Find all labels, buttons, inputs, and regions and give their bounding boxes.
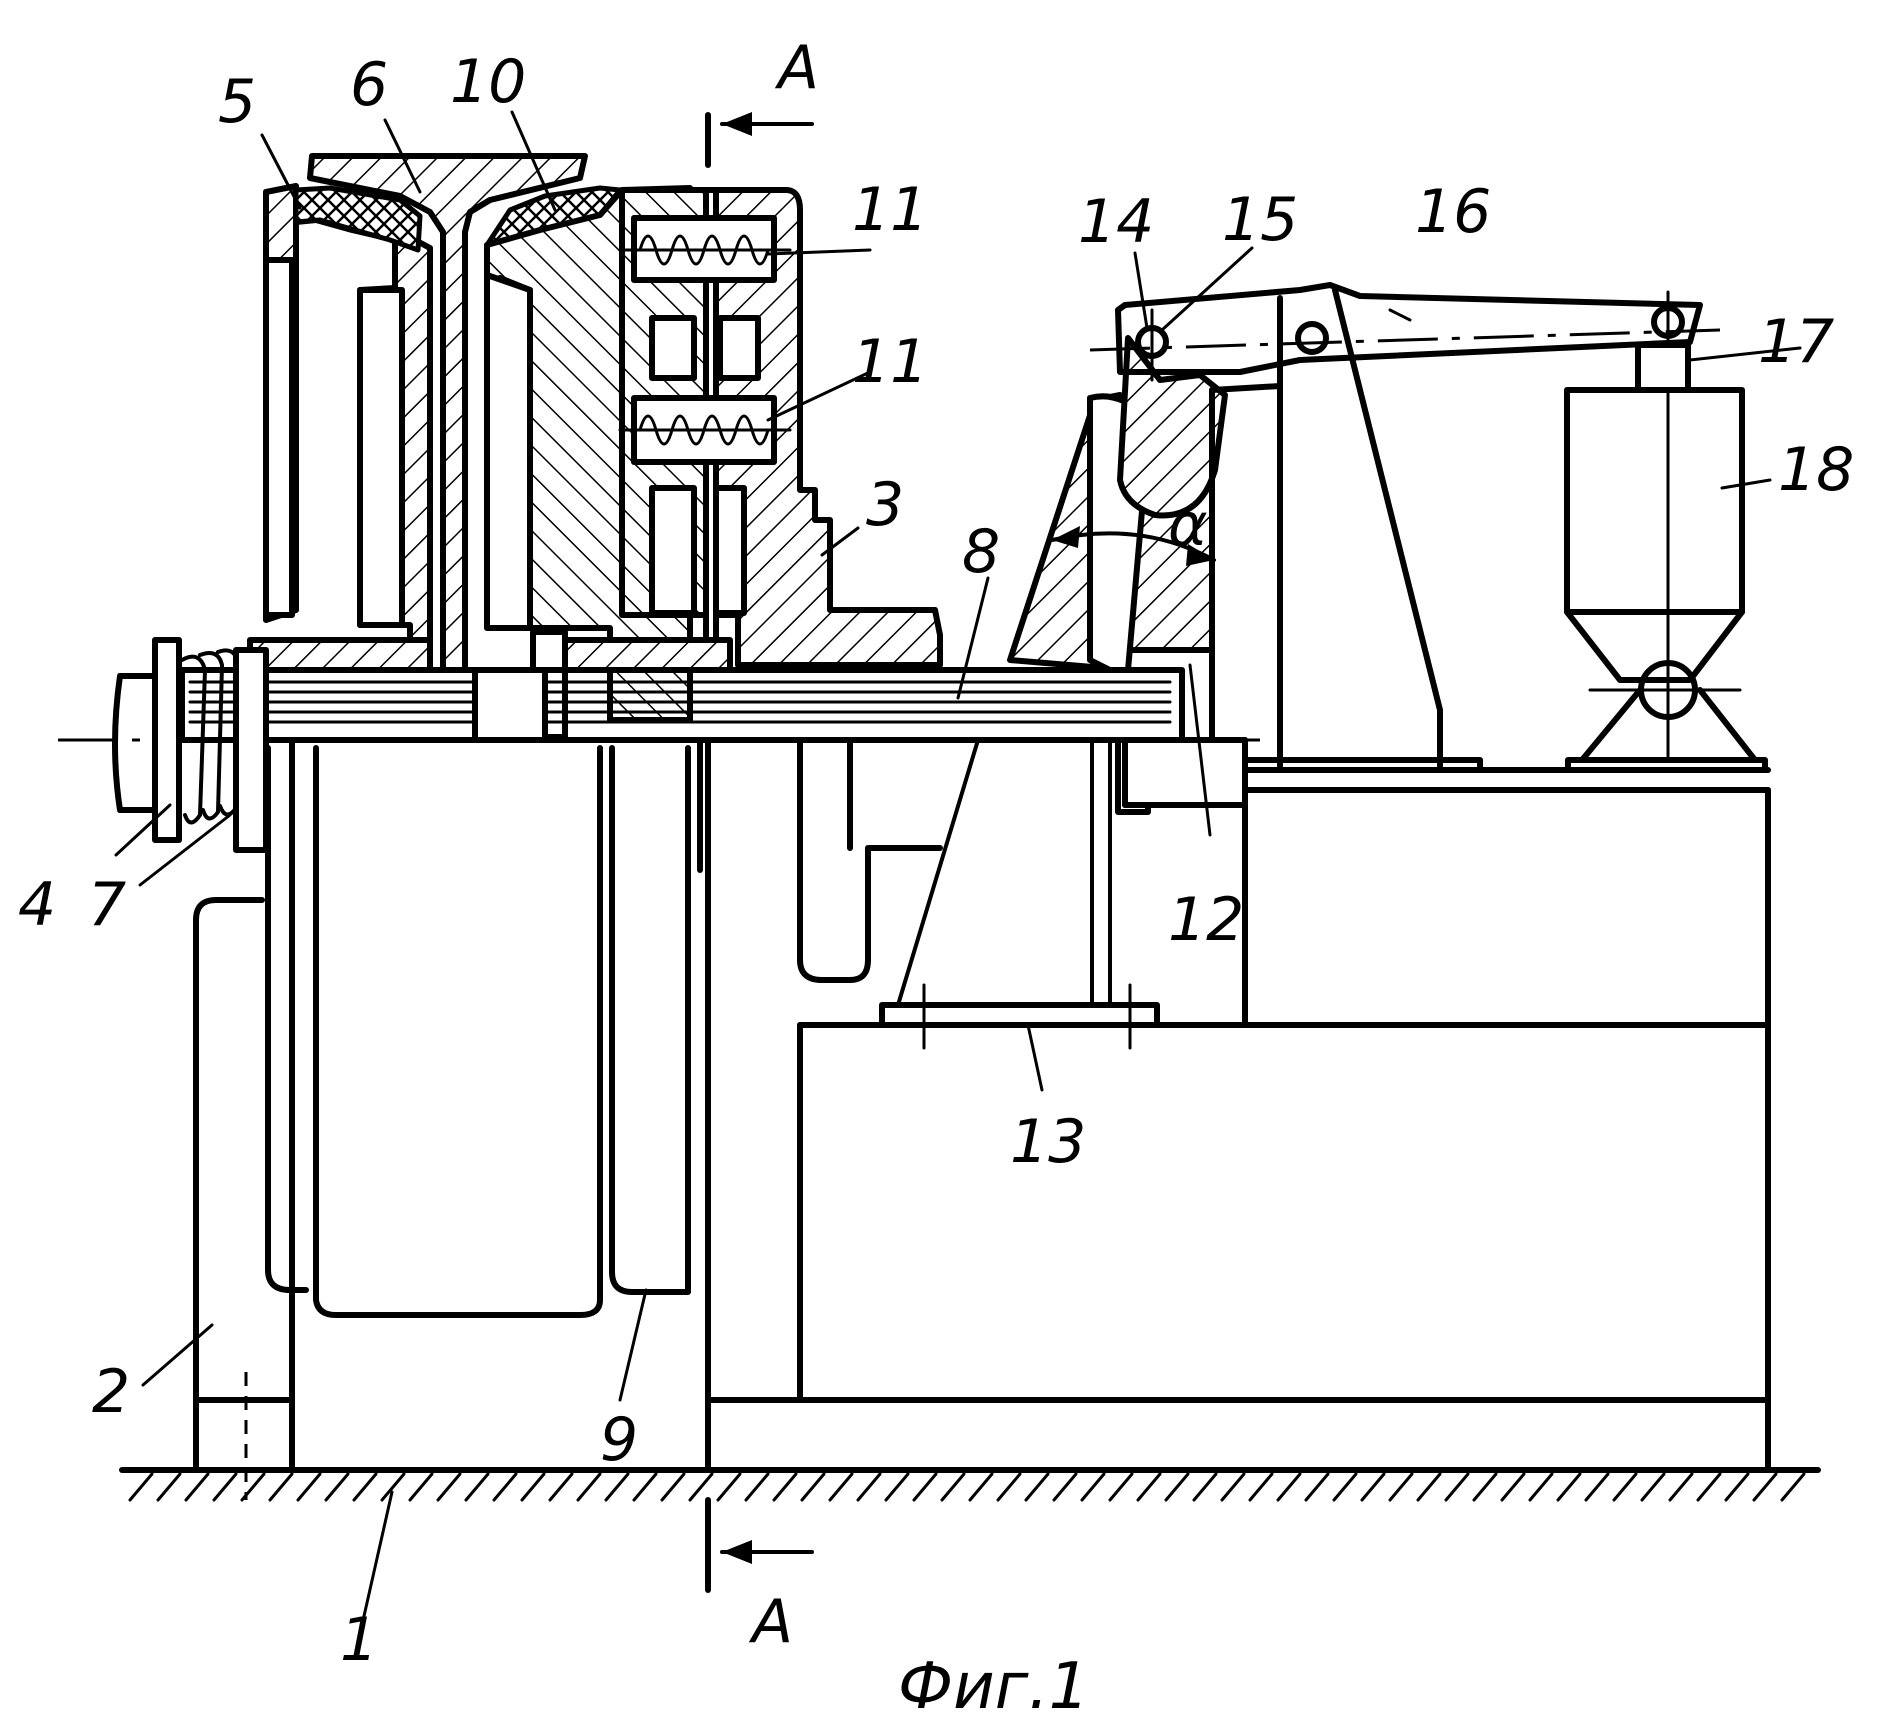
ground-hatch-mark [186,1474,208,1500]
ground-hatch-mark [382,1474,404,1500]
label-17: 17 [1758,307,1834,377]
label-16: 16 [1415,177,1491,247]
ground-hatch-mark [1306,1474,1328,1500]
ground-hatch-mark [1474,1474,1496,1500]
ground-hatch-mark [270,1474,292,1500]
label-12: 12 [1168,885,1244,955]
ground-hatch-mark [1586,1474,1608,1500]
ground-hatch-mark [1166,1474,1188,1500]
ground-hatch-mark [774,1474,796,1500]
rotor-assembly [250,156,940,737]
section-label-bottom: A [748,1587,793,1657]
label-10: 10 [450,47,526,117]
ground-hatch-mark [1222,1474,1244,1500]
ground-hatch-mark [606,1474,628,1500]
ground-hatch-mark [886,1474,908,1500]
label-5: 5 [218,67,256,137]
ground-hatch-mark [494,1474,516,1500]
figure-caption: Фиг.1 [898,1650,1089,1724]
ground-hatch-mark [1670,1474,1692,1500]
ground-hatch-mark [942,1474,964,1500]
ground-hatch-mark [998,1474,1020,1500]
ground-hatch-mark [802,1474,824,1500]
label-11b: 11 [852,327,928,397]
ground-hatch-mark [1530,1474,1552,1500]
ground-hatch-mark [1250,1474,1272,1500]
ground-hatch-mark [130,1474,152,1500]
ground-hatch-mark [578,1474,600,1500]
ground-hatch-mark [634,1474,656,1500]
ground-hatch-mark [746,1474,768,1500]
ground-hatch-mark [550,1474,572,1500]
label-9: 9 [600,1405,638,1475]
ground-hatch-mark [214,1474,236,1500]
ground-hatch-mark [522,1474,544,1500]
wheel-frame [292,740,708,1470]
ground [122,1470,1818,1500]
ground-hatch-mark [718,1474,740,1500]
ground-hatch-mark [1418,1474,1440,1500]
ground-hatch-mark [1026,1474,1048,1500]
ground-hatch-mark [1558,1474,1580,1500]
ground-hatch-mark [858,1474,880,1500]
ground-hatch-mark [1194,1474,1216,1500]
label-15: 15 [1222,185,1298,255]
label-6: 6 [350,50,388,120]
ground-hatch-mark [1334,1474,1356,1500]
label-2: 2 [92,1357,130,1427]
label-13: 13 [1010,1107,1086,1177]
section-label-top: A [774,33,819,103]
ground-hatch-mark [662,1474,684,1500]
ground-hatch-mark [438,1474,460,1500]
ground-hatch-mark [1110,1474,1132,1500]
label-4: 4 [18,870,56,940]
label-8: 8 [962,517,1000,587]
label-7: 7 [88,870,126,940]
ground-hatch-mark [830,1474,852,1500]
label-1: 1 [340,1605,378,1675]
label-3: 3 [866,470,904,540]
angle-label: α [1168,490,1208,560]
lever-pillar [1212,290,1480,770]
ground-hatch-mark [354,1474,376,1500]
ground-hatch-mark [970,1474,992,1500]
label-11a: 11 [852,175,928,245]
ground-hatch-mark [1782,1474,1804,1500]
label-18: 18 [1778,435,1854,505]
ground-hatch-mark [410,1474,432,1500]
housing-lower [700,740,1148,980]
ground-hatch-mark [1642,1474,1664,1500]
stand-left [196,900,292,1500]
ground-hatch-mark [326,1474,348,1500]
ground-hatch-mark [914,1474,936,1500]
ground-hatch-mark [1502,1474,1524,1500]
ground-hatch-mark [1754,1474,1776,1500]
ground-hatch-mark [298,1474,320,1500]
ground-hatch-mark [1138,1474,1160,1500]
label-14: 14 [1078,187,1154,257]
ground-hatch-mark [466,1474,488,1500]
ground-hatch-mark [158,1474,180,1500]
ground-hatch-mark [1278,1474,1300,1500]
ground-hatch-mark [690,1474,712,1500]
ground-hatch-mark [1614,1474,1636,1500]
ground-hatch-mark [1362,1474,1384,1500]
ground-hatch-mark [1698,1474,1720,1500]
ground-hatch-mark [1390,1474,1412,1500]
ground-hatch-mark [1054,1474,1076,1500]
wheel-lower [268,748,688,1315]
weight-hopper [1567,345,1765,770]
ground-hatch-mark [1082,1474,1104,1500]
ground-hatch-mark [1446,1474,1468,1500]
ground-hatch-mark [1726,1474,1748,1500]
